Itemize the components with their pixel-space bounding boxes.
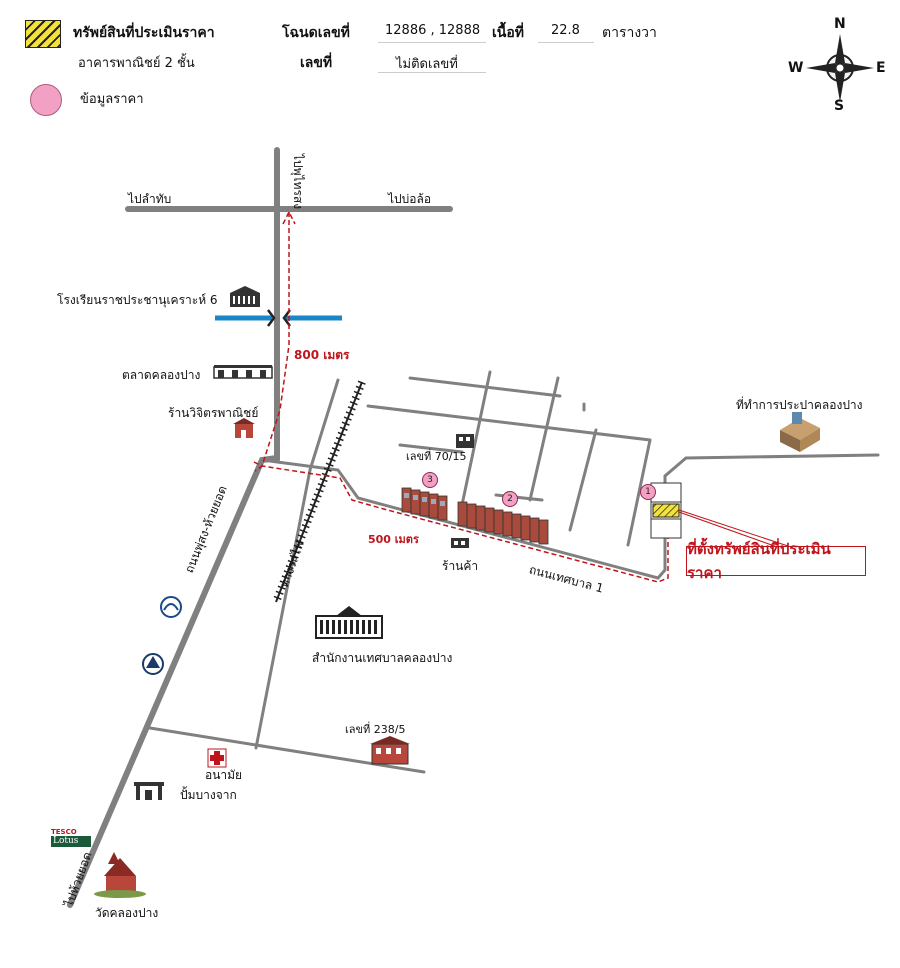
label-gas-station: ปั้มบางจาก [180,788,237,802]
legend-price-label: ข้อมูลราคา [80,92,144,107]
deed-numbers: 12886 , 12888 [385,23,481,38]
legend-property-label: ทรัพย์สินที่ประเมินราคา [73,25,215,41]
label-water-office: ที่ทำการประปาคลองปาง [736,398,863,412]
label-health-center: อนามัย [205,768,243,782]
tesco-top-text: TESCO [51,828,77,836]
water-office-icon [780,412,820,452]
temple-icon [94,852,146,898]
deed-label: โฉนดเลขที่ [282,25,350,41]
shop-icon [451,538,469,548]
subject-plot [650,482,682,539]
label-house-2385: เลขที่ 238/5 [345,723,406,736]
subject-callout: ที่ตั้งทรัพย์สินที่ประเมินราคา [686,540,866,582]
compass-rose-icon [806,34,874,102]
market-icon [213,365,273,379]
house-no-label: เลขที่ [300,55,333,71]
label-house-7015: เลขที่ 70/15 [406,450,467,463]
house-no-value: ไม่ติดเลขที่ [396,57,458,72]
major-roads [67,147,880,908]
property-type: อาคารพาณิชย์ 2 ชั้น [78,56,195,71]
deed-underline [378,42,486,43]
label-to-phuttaisong: ไปพุไทรสง [291,153,306,210]
gas-station-icon [134,782,164,800]
label-to-borlor: ไปบ่อล้อ [388,192,432,206]
route-path [253,210,669,583]
school-icon [230,286,260,307]
compass-s: S [834,98,845,114]
main-road-line [67,147,280,908]
label-to-lamtab: ไปลำทับ [128,192,172,206]
tesco-bottom-text: Lotus [51,836,91,847]
railway-track [272,380,366,604]
compass-w: W [788,60,804,76]
legend-property-swatch [25,20,61,48]
legend-price-marker [30,84,62,116]
municipal-office-icon [315,606,383,639]
price-marker-1: 1 [640,484,656,500]
shop-wijit-icon [233,418,255,438]
compass-n: N [834,16,846,32]
label-distance-800: 800 เมตร [294,348,350,362]
shophouse-row-2-icon [457,501,549,545]
area-value: 22.8 [551,23,580,38]
minor-roads [148,370,652,774]
shophouse-row-3-icon [401,487,448,521]
house-7015-icon [456,434,474,448]
compass-e: E [876,60,886,76]
price-marker-3: 3 [422,472,438,488]
tessaban-road-line [260,453,880,580]
label-municipal-office: สำนักงานเทศบาลคลองปาง [312,651,453,665]
label-school: โรงเรียนราชประชานุเคราะห์ 6 [57,293,218,307]
bank-logo-icon [160,596,182,618]
area-underline [538,42,594,43]
label-market: ตลาดคลองปาง [122,368,201,382]
house-no-underline [378,72,486,73]
label-distance-500: 500 เมตร [368,533,419,546]
bank-logo-2-icon [142,653,164,675]
area-label: เนื้อที่ [492,25,524,41]
tesco-lotus-logo: TESCO Lotus [51,828,91,848]
label-shop: ร้านค้า [442,559,479,573]
callout-lines [678,509,789,549]
house-2385-icon [370,736,410,765]
area-unit: ตารางวา [602,25,657,41]
river [215,309,342,327]
label-temple: วัดคลองปาง [95,906,159,920]
price-marker-2: 2 [502,491,518,507]
label-shop-wijit: ร้านวิจิตรพาณิชย์ [168,406,259,420]
health-center-icon [207,748,227,768]
